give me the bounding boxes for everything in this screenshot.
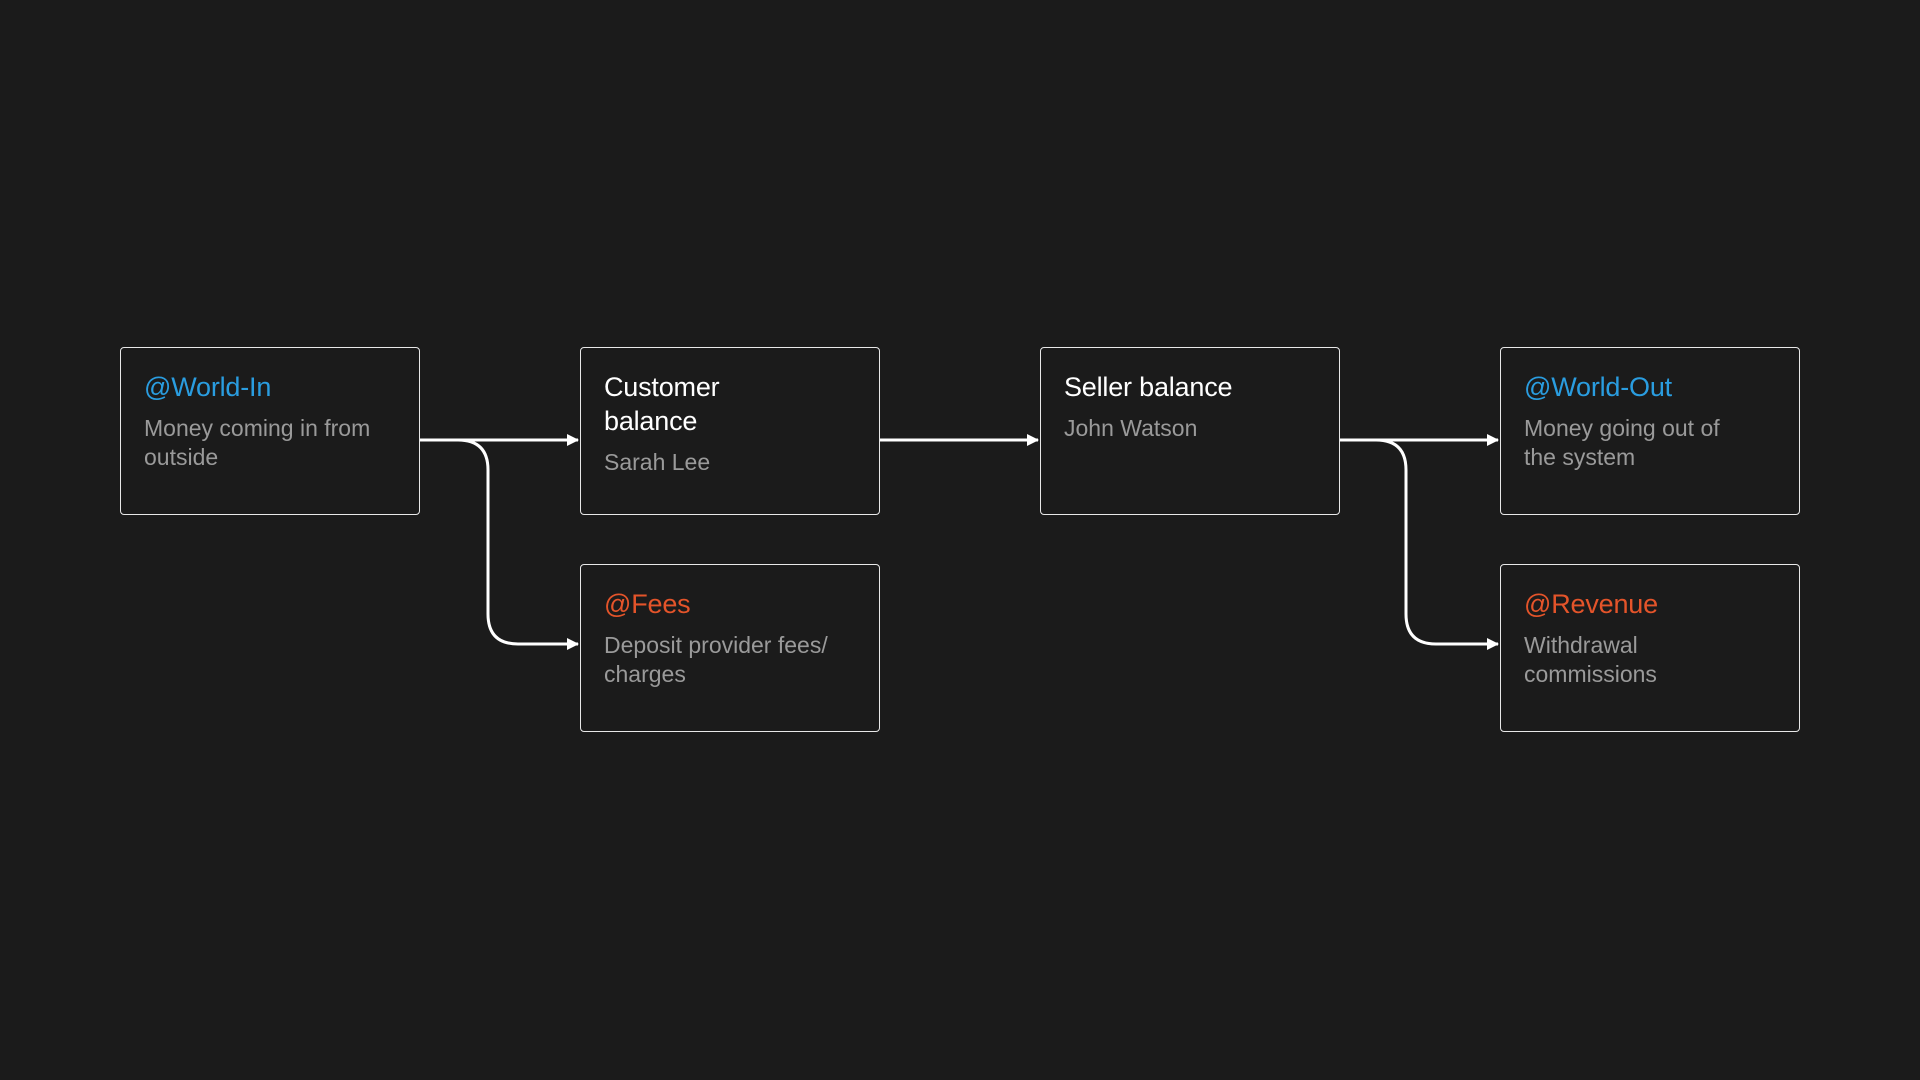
node-title: @Fees [604,589,691,619]
node-subtitle: Money coming in from outside [144,415,371,470]
node-title: @World-Out [1524,372,1672,402]
node-subtitle: Money going out of the system [1524,415,1720,470]
node-world-out[interactable]: @World-Out Money going out of the system [1500,347,1800,515]
node-title: Seller balance [1064,372,1233,402]
node-seller-balance[interactable]: Seller balance John Watson [1040,347,1340,515]
node-subtitle: Withdrawal commissions [1524,632,1657,687]
edge-world-in-to-fees [420,438,579,650]
node-title: @Revenue [1524,589,1658,619]
node-fees[interactable]: @Fees Deposit provider fees/ charges [580,564,880,732]
node-title: Customer balance [604,372,720,436]
node-subtitle: John Watson [1064,415,1198,441]
node-revenue[interactable]: @Revenue Withdrawal commissions [1500,564,1800,732]
node-subtitle: Deposit provider fees/ charges [604,632,828,687]
node-world-in[interactable]: @World-In Money coming in from outside [120,347,420,515]
node-subtitle: Sarah Lee [604,449,711,475]
node-title: @World-In [144,372,272,402]
node-customer-balance[interactable]: Customer balance Sarah Lee [580,347,880,515]
edge-seller-to-revenue [1340,438,1499,650]
